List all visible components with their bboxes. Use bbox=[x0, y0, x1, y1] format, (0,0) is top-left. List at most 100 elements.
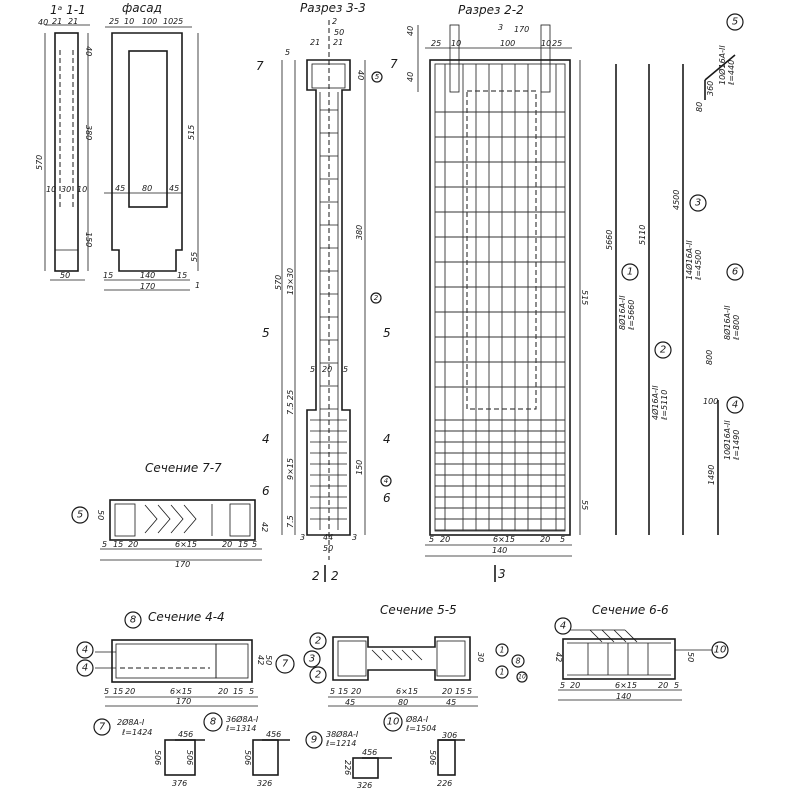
dim: 5 bbox=[102, 540, 107, 549]
dim: 15 bbox=[103, 271, 113, 280]
bar-4-label: 10Ø16A-II bbox=[722, 420, 732, 460]
bar-6-length-note: ℓ=800 bbox=[732, 315, 741, 341]
dim: 15 bbox=[177, 271, 187, 280]
dim: 50 bbox=[686, 652, 695, 662]
section-2-2: Разрез 2-2 3 170 40 25 10 100 10 25 40 5… bbox=[312, 3, 589, 583]
bar-2-length-note: ℓ=5110 bbox=[660, 390, 669, 421]
dim: 50 bbox=[334, 28, 344, 37]
dim: 5 bbox=[560, 681, 565, 690]
stirrup-9-label: 38Ø8A-I bbox=[326, 729, 359, 739]
dim: 150 bbox=[84, 232, 93, 247]
dim: 570 bbox=[35, 155, 44, 170]
mark-6: 6 bbox=[262, 484, 270, 498]
mark-4: 4 bbox=[82, 663, 88, 674]
dim: 21 bbox=[52, 17, 62, 26]
dim: 456 bbox=[362, 748, 377, 757]
dim: 55 bbox=[190, 252, 199, 262]
dim: 506 bbox=[185, 750, 194, 765]
bar-3-length: 4500 bbox=[672, 190, 681, 210]
dim: 6×15 bbox=[170, 687, 192, 696]
dim: 40 bbox=[356, 70, 365, 80]
dim: 456 bbox=[178, 730, 193, 739]
dim: 25 bbox=[109, 17, 119, 26]
dim: 380 bbox=[355, 225, 364, 240]
mark-4: 4 bbox=[82, 645, 88, 656]
dim: 40 bbox=[38, 18, 48, 27]
facade-title: фасад bbox=[122, 1, 162, 15]
mark-2: 2 bbox=[315, 670, 321, 681]
view-1-1-outline bbox=[54, 32, 79, 272]
bar-1-length: 5660 bbox=[605, 230, 614, 250]
dim: 30 bbox=[476, 652, 485, 662]
stirrup-8: 8 36Ø8A-I ℓ=1314 456 506 326 bbox=[203, 712, 290, 788]
dim: 10 bbox=[46, 185, 56, 194]
bar-2-length: 5110 bbox=[638, 225, 647, 245]
dim: 15 bbox=[455, 687, 465, 696]
bar-5-mark: 5 bbox=[732, 17, 738, 28]
dim: 50 bbox=[96, 510, 105, 520]
bar-schedule: 5660 5110 4500 1490 360 800 80 100 8Ø16A… bbox=[605, 13, 744, 535]
dim: 80 bbox=[398, 698, 408, 707]
dim: 506 bbox=[153, 750, 162, 765]
mark-3: 3 bbox=[309, 654, 315, 665]
dim: 3 bbox=[498, 23, 503, 32]
dim: 140 bbox=[616, 692, 631, 701]
dim: 50 bbox=[60, 271, 70, 280]
bar-4-length: 1490 bbox=[707, 465, 716, 485]
dim: 1 bbox=[195, 281, 200, 290]
mark-2: 2 bbox=[315, 636, 321, 647]
dim: 6×15 bbox=[396, 687, 418, 696]
section-2-2-outline bbox=[429, 59, 571, 536]
mark-8: 8 bbox=[515, 657, 520, 666]
dim: 5 bbox=[310, 365, 315, 374]
dim: 3 bbox=[352, 533, 357, 542]
section-6-6: Сечение 6-6 4 10 5 20 6×15 20 5 140 50 4… bbox=[554, 603, 729, 701]
dim: 306 bbox=[442, 731, 457, 740]
bar-3-mark: 3 bbox=[695, 198, 701, 209]
section-5-5-title: Сечение 5-5 bbox=[380, 603, 457, 617]
dim: 2 bbox=[332, 17, 337, 26]
section-5-5: Сечение 5-5 2 3 2 1 8 1 10 5 15 20 6×15 … bbox=[303, 603, 528, 707]
dim: 40 bbox=[406, 26, 415, 36]
bar-6-label: 8Ø16A-II bbox=[722, 305, 732, 340]
dim: 21 bbox=[68, 17, 78, 26]
facade-opening bbox=[128, 50, 168, 208]
dim: 5 bbox=[467, 687, 472, 696]
mark-5: 5 bbox=[77, 510, 83, 521]
dim: 21 bbox=[333, 38, 343, 47]
dim: 570 bbox=[274, 275, 283, 290]
stirrup-9: 9 38Ø8A-I ℓ=1214 456 226 326 bbox=[305, 729, 392, 790]
section-6-6-title: Сечение 6-6 bbox=[592, 603, 669, 617]
dim: 20 bbox=[570, 681, 580, 690]
dim: 13×30 bbox=[286, 268, 295, 295]
dim: 140 bbox=[492, 546, 507, 555]
dim: 20 bbox=[128, 540, 138, 549]
facade-view: фасад 25 10 100 10 25 515 45 80 45 55 15… bbox=[103, 1, 200, 291]
section-7-7: Сечение 7-7 50 42 5 15 20 6×15 20 15 5 1… bbox=[71, 461, 270, 569]
bar-4-callout: 4 bbox=[384, 477, 388, 485]
cut-mark-7: 7 bbox=[256, 59, 264, 73]
dim: 25 bbox=[552, 39, 562, 48]
dim: 5 bbox=[285, 48, 290, 57]
section-4-4: 8 Сечение 4-4 4 4 7 5 15 20 6×15 20 15 5… bbox=[76, 610, 295, 707]
stirrup-7-mark: 7 bbox=[99, 722, 106, 733]
stirrup-9-length: ℓ=1214 bbox=[325, 739, 356, 748]
dim: 15 bbox=[338, 687, 348, 696]
dim: 45 bbox=[446, 698, 456, 707]
stirrup-8-mark: 8 bbox=[210, 717, 216, 728]
dim: 55 bbox=[580, 500, 589, 510]
dim: 45 bbox=[345, 698, 355, 707]
dim: 5 bbox=[252, 540, 257, 549]
stirrup-7-length: ℓ=1424 bbox=[121, 728, 152, 737]
dim: 326 bbox=[257, 779, 272, 788]
bar-6-length: 800 bbox=[705, 350, 714, 365]
view-1-1: 1ᵃ 1-1 40 21 21 40 380 570 10 30 10 150 … bbox=[35, 3, 93, 281]
dim: 20 bbox=[540, 535, 550, 544]
bar-4-mark: 4 bbox=[732, 400, 738, 411]
mark-8: 8 bbox=[130, 615, 136, 626]
dim: 9×15 bbox=[286, 458, 295, 480]
dim: 80 bbox=[695, 102, 704, 112]
dim: 20 bbox=[322, 365, 332, 374]
bar-5-length: 360 bbox=[706, 81, 715, 96]
stirrup-10-length: ℓ=1504 bbox=[405, 724, 436, 733]
